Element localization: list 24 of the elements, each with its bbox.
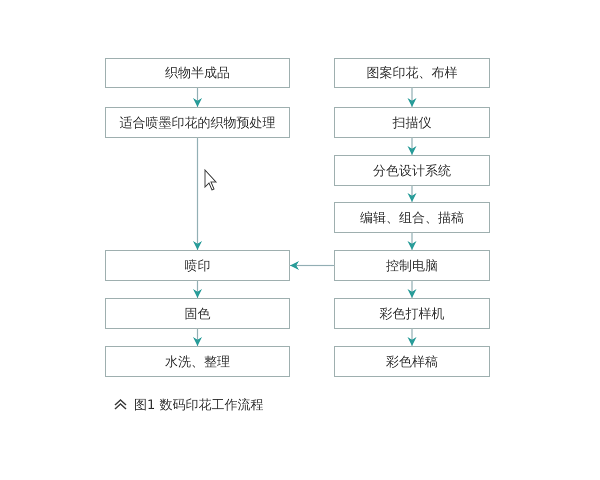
process-box: 编辑、组合、描稿 — [334, 202, 490, 233]
arrow — [193, 138, 202, 250]
arrow — [408, 281, 416, 298]
process-box: 适合喷墨印花的织物预处理 — [105, 107, 290, 138]
process-box: 分色设计系统 — [334, 155, 490, 186]
arrow — [408, 138, 416, 155]
process-box: 彩色打样机 — [334, 298, 490, 329]
arrow — [408, 329, 416, 346]
process-box: 控制电脑 — [334, 250, 490, 281]
arrow — [193, 281, 202, 298]
process-box: 扫描仪 — [334, 107, 490, 138]
process-box: 喷印 — [105, 250, 290, 281]
process-box: 图案印花、布样 — [334, 58, 490, 88]
arrow — [408, 186, 416, 202]
figure-caption: 图1 数码印花工作流程 — [134, 397, 264, 414]
arrow — [408, 233, 416, 250]
arrow — [193, 329, 202, 346]
arrow — [193, 88, 202, 107]
process-box: 彩色样稿 — [334, 346, 490, 377]
process-box: 织物半成品 — [105, 58, 290, 88]
arrow — [408, 88, 416, 107]
process-box: 水洗、整理 — [105, 346, 290, 377]
process-box: 固色 — [105, 298, 290, 329]
arrow — [290, 261, 334, 270]
